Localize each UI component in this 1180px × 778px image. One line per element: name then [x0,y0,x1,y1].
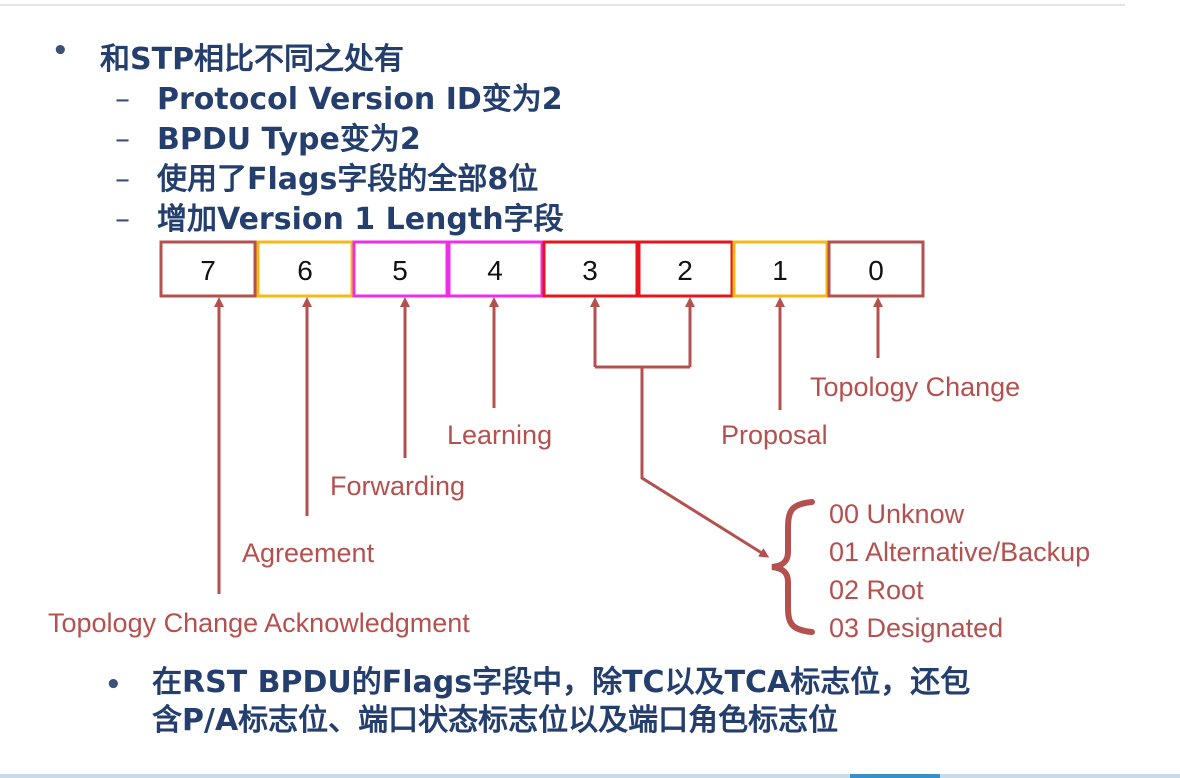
dash-bullet: – [115,202,130,237]
port-role-value: 00 Unknow [829,499,965,529]
flag-bit-1: 1 [732,240,829,298]
label-bit-6: Agreement [242,538,375,568]
label-bit-0: Topology Change [810,372,1020,402]
label-bit-5: Forwarding [330,471,465,501]
footer-line: 在RST BPDU的Flags字段中，除TC以及TCA标志位，还包 [152,665,971,700]
list-item: –Protocol Version ID变为2 [115,74,563,118]
bit-label: 1 [772,255,788,286]
flag-bit-5: 5 [352,240,449,298]
port-role-value: 03 Designated [829,613,1003,643]
bit-label: 7 [200,255,216,286]
flag-bit-4: 4 [447,240,544,298]
footer-note: 在RST BPDU的Flags字段中，除TC以及TCA标志位，还包 含P/A标志… [152,664,1092,740]
port-role-value: 02 Root [829,575,924,605]
list-item: –BPDU Type变为2 [115,114,421,158]
port-role-value: 01 Alternative/Backup [829,537,1090,567]
arrow-port-role [640,367,770,558]
footer-line: 含P/A标志位、端口状态标志位以及端口角色标志位 [152,703,839,738]
bit-label: 4 [487,255,503,286]
dash-bullet: – [115,122,130,157]
list-item-text: Protocol Version ID变为2 [157,82,563,117]
flag-bit-6: 6 [256,240,354,298]
bit-label: 0 [868,255,884,286]
arrows [214,297,883,594]
slide-title: 和STP相比不同之处有 [100,42,405,77]
bit-label: 5 [392,255,408,286]
bit-label: 6 [297,255,313,286]
dash-bullet: – [115,162,130,197]
flag-bit-0: 0 [827,240,925,298]
top-divider [0,4,1125,6]
dash-bullet: – [115,82,130,117]
bit-label: 2 [677,255,693,286]
curly-brace [771,499,815,635]
flag-bit-7: 7 [159,240,257,298]
bottom-accent-bar [850,774,940,778]
flag-bit-3: 3 [542,240,639,298]
label-bit-7: Topology Change Acknowledgment [48,608,470,638]
flag-bit-2: 2 [637,240,734,298]
list-item-text: 使用了Flags字段的全部8位 [157,162,539,197]
label-bit-4: Learning [447,420,552,450]
list-item: –增加Version 1 Length字段 [115,194,564,238]
bit-label: 3 [582,255,598,286]
label-bit-1: Proposal [721,420,828,450]
footer-bullet: • [105,670,122,700]
title-bullet: • [52,36,69,66]
list-item-text: BPDU Type变为2 [157,122,421,157]
list-item-text: 增加Version 1 Length字段 [157,202,564,237]
bottom-divider [0,774,1180,778]
list-item: –使用了Flags字段的全部8位 [115,154,538,198]
